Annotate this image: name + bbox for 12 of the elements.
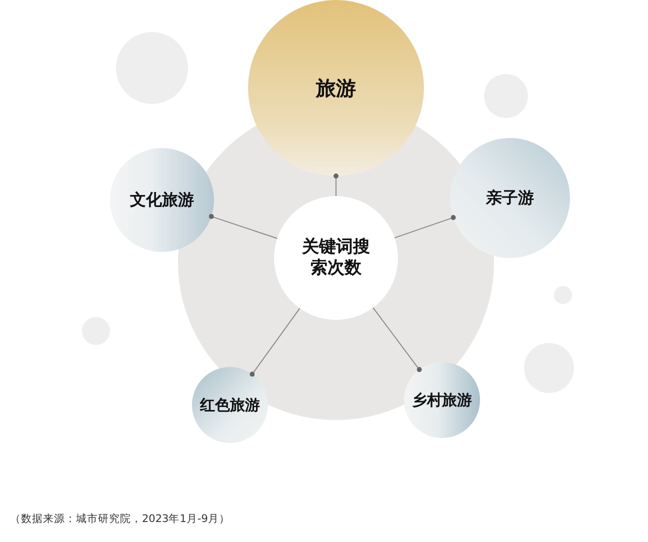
connector-line bbox=[394, 215, 456, 238]
bubble-label: 文化旅游 bbox=[130, 190, 194, 210]
connector-line bbox=[250, 308, 300, 377]
bubble-label: 红色旅游 bbox=[200, 396, 260, 414]
connector-line bbox=[372, 307, 422, 372]
bubble-label: 乡村旅游 bbox=[412, 390, 472, 410]
bubble-label: 旅游 bbox=[316, 76, 356, 100]
connector-line bbox=[208, 214, 278, 239]
source-note: （数据来源：城市研究院，2023年1月-9月） bbox=[10, 512, 230, 526]
bubble-label: 亲子游 bbox=[486, 188, 534, 208]
bubble-label: 关键词搜索次数 bbox=[300, 236, 371, 280]
connector-line bbox=[334, 174, 338, 196]
